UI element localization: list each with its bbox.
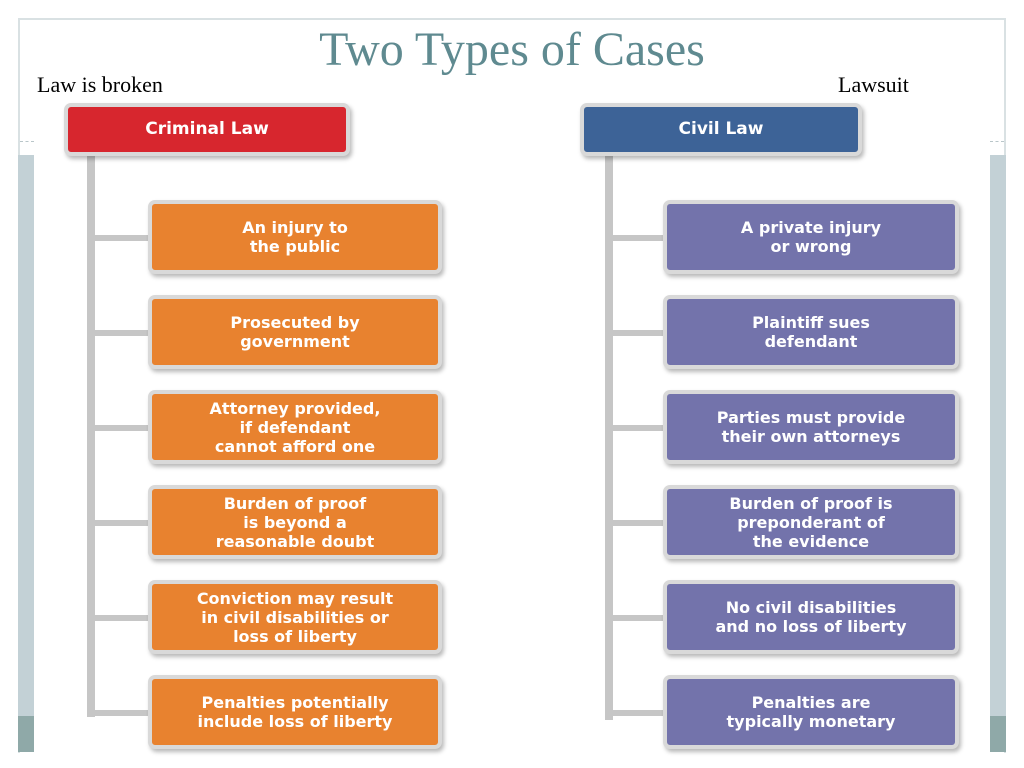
slide-frame-top	[18, 18, 1006, 20]
civil-item: Parties must provide their own attorneys	[663, 390, 959, 464]
right-side-bar	[990, 155, 1006, 725]
civil-connector-branch	[605, 615, 671, 621]
criminal-item: Attorney provided, if defendant cannot a…	[148, 390, 442, 464]
criminal-connector-branch	[87, 425, 153, 431]
civil-item: Plaintiff sues defendant	[663, 295, 959, 369]
civil-item: A private injury or wrong	[663, 200, 959, 274]
civil-item: Burden of proof is preponderant of the e…	[663, 485, 959, 559]
civil-connector-branch	[605, 425, 671, 431]
criminal-item: Conviction may result in civil disabilit…	[148, 580, 442, 654]
left-side-accent	[18, 716, 34, 752]
right-dashed-divider	[990, 141, 1004, 142]
civil-item: Penalties are typically monetary	[663, 675, 959, 749]
civil-connector-branch	[605, 235, 671, 241]
criminal-item: An injury to the public	[148, 200, 442, 274]
criminal-item: Prosecuted by government	[148, 295, 442, 369]
criminal-law-header: Criminal Law	[64, 103, 350, 156]
civil-connector-trunk	[605, 150, 613, 720]
left-side-bar	[18, 155, 34, 725]
criminal-caption: Law is broken	[37, 72, 163, 97]
criminal-connector-branch	[87, 330, 153, 336]
civil-connector-branch	[605, 330, 671, 336]
civil-item: No civil disabilities and no loss of lib…	[663, 580, 959, 654]
criminal-item: Penalties potentially include loss of li…	[148, 675, 442, 749]
criminal-connector-branch	[87, 615, 153, 621]
criminal-item: Burden of proof is beyond a reasonable d…	[148, 485, 442, 559]
left-dashed-divider	[20, 141, 34, 142]
criminal-connector-branch	[87, 235, 153, 241]
civil-connector-branch	[605, 710, 671, 716]
slide-title: Two Types of Cases	[319, 23, 705, 76]
criminal-connector-branch	[87, 520, 153, 526]
right-side-accent	[990, 716, 1006, 752]
criminal-connector-branch	[87, 710, 153, 716]
civil-caption: Lawsuit	[838, 72, 909, 97]
civil-connector-branch	[605, 520, 671, 526]
civil-law-header: Civil Law	[580, 103, 862, 156]
criminal-connector-trunk	[87, 150, 95, 717]
